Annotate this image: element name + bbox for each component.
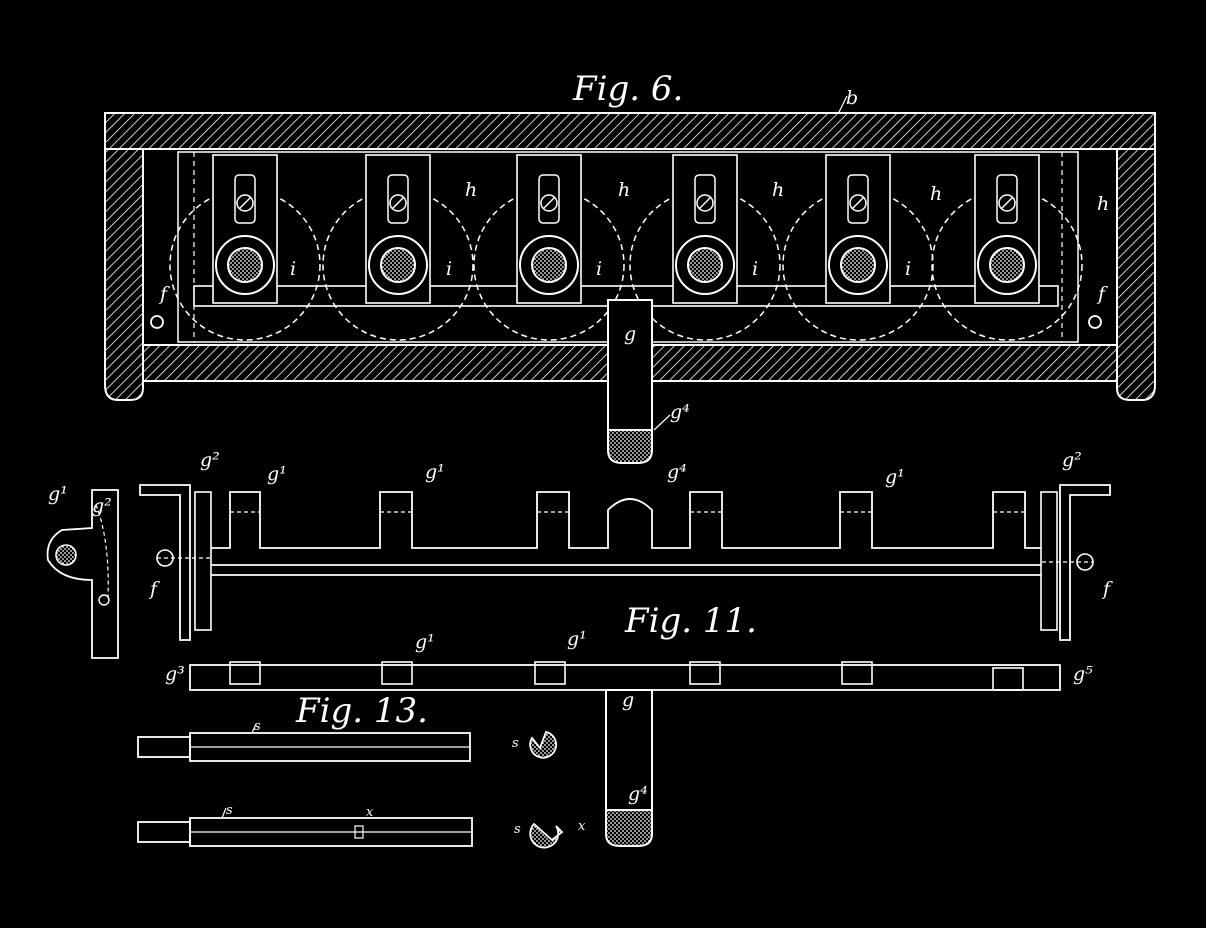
wheel-4	[629, 154, 781, 341]
label-g4-rack: g⁴	[667, 461, 687, 483]
fig11-labels: g² g¹ g¹ g⁴ g¹ g² g¹ g² f f g¹ g¹ g³ g⁵ …	[48, 449, 1113, 805]
label-g1-3: g¹	[885, 466, 905, 488]
wheel-5	[782, 154, 934, 341]
fig6-labels: b h h h h h i i i i i f f g g⁴	[158, 87, 1109, 423]
label-f-right-11: f	[1101, 578, 1113, 600]
label-g3: g³	[165, 663, 185, 685]
label-x-rod2: x	[366, 805, 374, 820]
lower-stem	[605, 689, 653, 811]
fig13-title: Fig. 13.	[295, 691, 428, 731]
label-h-2: h	[618, 179, 630, 201]
pin-right	[1088, 315, 1102, 329]
wheel-2	[322, 154, 474, 341]
side-detail	[46, 489, 119, 659]
wheel-set	[169, 154, 1083, 341]
top-plate	[104, 112, 1156, 150]
fig11-drawing	[46, 484, 1111, 847]
label-h-1: h	[465, 179, 477, 201]
label-i-1: i	[290, 258, 296, 280]
rack-bar	[211, 564, 1041, 576]
pin-left	[150, 315, 164, 329]
left-bracket	[139, 484, 191, 641]
label-g2-side: g²	[92, 495, 112, 517]
bottom-plate-left	[142, 344, 609, 382]
rack-teeth	[211, 491, 1041, 549]
lower-knob	[605, 809, 653, 847]
label-f-right: f	[1096, 283, 1108, 305]
label-g5: g⁵	[1073, 663, 1093, 685]
label-g1-2: g¹	[425, 461, 445, 483]
label-h-3: h	[772, 179, 784, 201]
fig6-title: Fig. 6.	[572, 69, 683, 109]
fig11-title: Fig. 11.	[624, 601, 757, 641]
label-s-section2: s	[514, 822, 521, 837]
plunger-knob	[607, 429, 653, 464]
label-g1-4: g¹	[415, 631, 435, 653]
label-g2-right: g²	[1062, 449, 1082, 471]
wheel-6	[931, 154, 1083, 341]
cross-section-2	[529, 822, 564, 849]
label-x-section2: x	[578, 819, 586, 834]
wheel-1	[169, 154, 321, 341]
label-g4: g⁴	[670, 401, 690, 423]
label-s-section1: s	[512, 736, 519, 751]
label-g1-side: g¹	[48, 483, 68, 505]
right-wall	[1116, 148, 1156, 401]
bottom-plate-right	[651, 344, 1118, 382]
lower-bar	[189, 664, 1061, 691]
label-s-rod2: s	[226, 803, 233, 818]
fig6-drawing: Fig. 6.	[104, 69, 1156, 464]
label-h-4: h	[930, 183, 942, 205]
plunger-stem	[607, 299, 653, 431]
label-i-5: i	[905, 258, 911, 280]
label-s-rod1: s	[254, 719, 261, 734]
label-g4-lower: g⁴	[628, 783, 648, 805]
fig13-drawing	[137, 723, 564, 849]
label-b: b	[846, 87, 858, 109]
cross-section-1	[529, 730, 558, 759]
label-f-left: f	[158, 283, 170, 305]
label-g: g	[624, 323, 636, 345]
wheel-3	[473, 154, 625, 341]
label-h-5: h	[1097, 193, 1109, 215]
left-wall	[104, 148, 144, 401]
fig13-labels: s s x s s x	[226, 719, 586, 837]
label-f-left-11: f	[148, 578, 160, 600]
label-g-lower: g	[622, 689, 634, 711]
label-g2-left: g²	[200, 449, 220, 471]
right-bracket	[1059, 484, 1111, 641]
label-i-4: i	[752, 258, 758, 280]
label-i-3: i	[596, 258, 602, 280]
label-g1-5: g¹	[567, 628, 587, 650]
label-g1-1: g¹	[267, 463, 287, 485]
label-i-2: i	[446, 258, 452, 280]
